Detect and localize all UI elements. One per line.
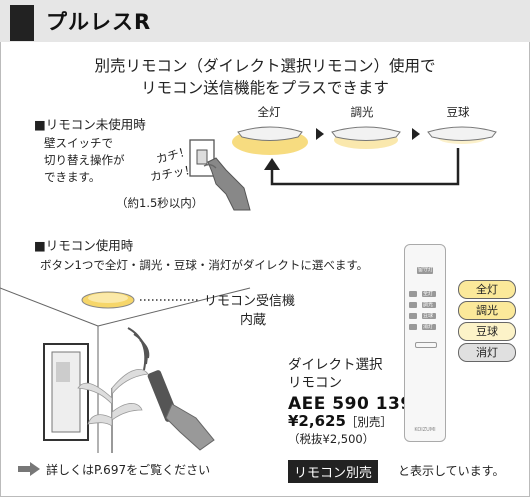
signal-wave-icon bbox=[133, 333, 148, 365]
product-name-line: リモコン bbox=[288, 375, 342, 391]
ceiling-lamp-night-icon bbox=[427, 126, 497, 141]
button-off: 消灯 bbox=[458, 343, 516, 362]
remote-device-button bbox=[422, 324, 436, 330]
intro-line-2: リモコン送信機能をプラスできます bbox=[141, 79, 389, 97]
reference-link[interactable]: 詳しくはP.697をご覧ください bbox=[46, 463, 211, 477]
lamp-mode-label-night: 豆球 bbox=[446, 105, 470, 119]
header-bar bbox=[0, 0, 530, 42]
product-name: ダイレクト選択 リモコン bbox=[288, 356, 383, 392]
receiver-sub-label: 内蔵 bbox=[240, 313, 267, 328]
badge-suffix-text: と表示しています。 bbox=[398, 464, 505, 478]
hand-icon bbox=[207, 157, 251, 211]
lamp-mode-label-full: 全灯 bbox=[257, 105, 281, 119]
window-reflection bbox=[56, 362, 70, 382]
switch-duration: （約1.5秒以内） bbox=[116, 196, 204, 210]
price-note: ［別売］ bbox=[345, 415, 392, 429]
arrow-right-icon bbox=[18, 462, 40, 476]
section-no-remote-label: ■リモコン未使用時 bbox=[34, 117, 146, 132]
wall-switch-hand-illustration bbox=[189, 139, 251, 211]
remote-device-button bbox=[422, 291, 436, 297]
button-full-light: 全灯 bbox=[458, 280, 516, 299]
remote-device-brand: KOIZUMI bbox=[414, 427, 436, 433]
cycle-return-arrow bbox=[270, 148, 460, 186]
arrow-right-icon bbox=[412, 128, 420, 140]
intro-line-1: 別売リモコン（ダイレクト選択リモコン）使用で bbox=[94, 57, 436, 75]
room-illustration bbox=[0, 287, 251, 453]
hand-icon bbox=[165, 403, 215, 451]
lamp-mode-label-dim: 調光 bbox=[350, 105, 374, 119]
ceiling-lamp-dim-icon bbox=[331, 126, 401, 141]
plant-leaf-icon bbox=[87, 414, 113, 427]
remote-device-button bbox=[409, 291, 417, 297]
product-name-line: ダイレクト選択 bbox=[288, 357, 383, 373]
ceiling-line bbox=[0, 287, 99, 327]
remote-device-label: 豆球 bbox=[423, 313, 434, 319]
remote-device-button bbox=[422, 302, 436, 308]
remote-device-label: 調光 bbox=[423, 302, 434, 308]
no-remote-desc-line: できます。 bbox=[44, 170, 101, 184]
remote-device-label: 全灯 bbox=[423, 291, 434, 297]
ceiling-lamp-full-icon bbox=[237, 126, 303, 141]
arrow-right-icon bbox=[316, 128, 324, 140]
plant-leaf-icon bbox=[111, 403, 143, 421]
finger-icon bbox=[203, 164, 217, 169]
plant-leaf-icon bbox=[111, 369, 149, 396]
button-dim: 調光 bbox=[458, 301, 516, 320]
price-value: ¥2,625 bbox=[288, 412, 346, 430]
remote-device-label: 消灯 bbox=[423, 324, 434, 330]
remote-control-device: 留守灯 全灯 調光 豆球 消灯 KOIZUMI bbox=[404, 244, 446, 442]
remote-device-button bbox=[417, 267, 433, 274]
remote-device-slider bbox=[415, 342, 437, 348]
lamp-mode-diagram bbox=[232, 126, 497, 186]
ceiling-line bbox=[97, 287, 251, 327]
product-model: AEE 590 139 bbox=[288, 394, 413, 414]
header-accent bbox=[10, 5, 34, 41]
product-price: ¥2,625［別売］ bbox=[288, 412, 392, 430]
remote-sold-separately-badge: リモコン別売 bbox=[288, 460, 379, 483]
ceiling-light-glow bbox=[88, 293, 128, 303]
remote-device-button bbox=[422, 313, 436, 319]
no-remote-desc-line: 切り替え操作が bbox=[44, 153, 125, 167]
remote-desc: ボタン1つで全灯・調光・豆球・消灯がダイレクトに選べます。 bbox=[40, 258, 369, 272]
remote-device-label: 留守灯 bbox=[418, 267, 434, 273]
plant-leaf-icon bbox=[77, 382, 113, 405]
no-remote-desc-line: 壁スイッチで bbox=[44, 136, 113, 150]
no-remote-desc: 壁スイッチで 切り替え操作が できます。 bbox=[44, 135, 125, 186]
receiver-label: リモコン受信機 bbox=[204, 294, 296, 309]
tax-note: （税抜¥2,500） bbox=[288, 432, 375, 446]
remote-device-button bbox=[409, 324, 417, 330]
remote-device-button bbox=[409, 302, 417, 308]
signal-wave-icon bbox=[127, 327, 147, 371]
wall-switch-toggle bbox=[196, 149, 208, 165]
section-remote-label: ■リモコン使用時 bbox=[34, 238, 134, 253]
button-night-light: 豆球 bbox=[458, 322, 516, 341]
remote-device-button bbox=[409, 313, 417, 319]
page-title: プルレスR bbox=[46, 10, 152, 34]
arrow-up-icon bbox=[264, 158, 280, 170]
